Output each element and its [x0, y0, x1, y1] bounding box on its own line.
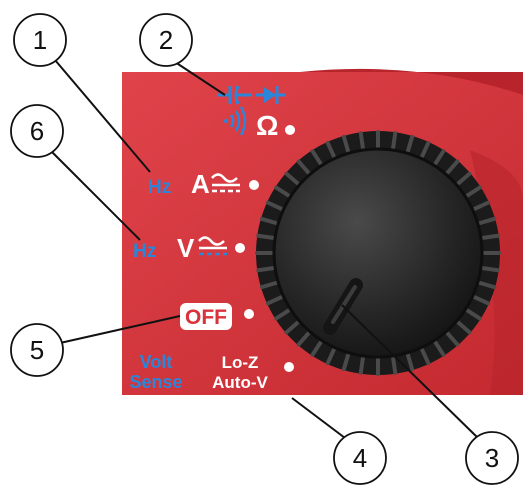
knob-tooth	[265, 200, 284, 211]
leader-line-4	[291, 397, 346, 439]
position-dot-amps	[249, 180, 259, 190]
position-dot-ohm	[285, 125, 295, 135]
amps-label: A	[191, 169, 210, 199]
knob-tooth	[420, 347, 431, 366]
loz-label-line2: Auto-V	[212, 373, 268, 392]
knob-tooth	[341, 134, 351, 154]
volts-label: V	[177, 233, 195, 263]
knob-tooth	[274, 185, 291, 198]
hz-amps-label: Hz	[148, 177, 171, 198]
knob-tooth	[445, 159, 460, 175]
knob-tooth	[284, 320, 300, 335]
knob-tooth	[477, 216, 497, 226]
position-dot-loz	[284, 362, 294, 372]
knob-tooth	[358, 355, 365, 375]
knob-tooth	[433, 340, 446, 357]
knob-tooth	[296, 159, 311, 175]
knob-inner-ring	[272, 147, 484, 359]
callout-circle-2	[139, 13, 193, 67]
knob-tooth	[465, 185, 482, 198]
off-label: OFF	[185, 306, 227, 329]
leader-line-2	[174, 61, 226, 96]
knob-pointer-highlight	[331, 285, 357, 324]
knob-tooth	[296, 331, 311, 347]
leader-line-5	[59, 315, 181, 344]
callout-circle-3	[465, 431, 519, 485]
knob-tooth	[405, 352, 415, 372]
position-dot-volts	[235, 243, 245, 253]
knob-tooth	[480, 266, 500, 273]
callout-circle-6	[10, 104, 64, 158]
callout-number-3: 3	[485, 443, 499, 473]
knob-tooth	[259, 216, 279, 226]
knob-tooth	[265, 295, 284, 306]
callout-circle-1	[13, 13, 67, 67]
knob-tooth	[325, 140, 336, 159]
knob-tooth	[256, 266, 276, 273]
callout-number-6: 6	[30, 116, 44, 146]
hz-volts-label: Hz	[133, 241, 156, 262]
knob-tooth	[480, 233, 500, 240]
knob-tooth	[310, 149, 323, 166]
knob-tooth	[420, 140, 431, 159]
knob-tooth	[325, 347, 336, 366]
knob-teeth	[255, 130, 501, 376]
meter-body-top-ridge	[300, 68, 523, 95]
knob-tooth	[274, 308, 291, 321]
knob-tooth	[391, 131, 398, 151]
callout-circle-4	[333, 431, 387, 485]
leader-line-6	[51, 151, 141, 241]
callout-circle-5	[10, 323, 64, 377]
knob-tooth	[472, 295, 491, 306]
volt-sense-label-line2: Sense	[129, 372, 182, 392]
loz-label-line1: Lo-Z	[222, 353, 259, 372]
knob-tooth	[358, 131, 365, 151]
knob-tooth	[465, 308, 482, 321]
knob-tooth	[433, 149, 446, 166]
ac-dc-symbol-amps	[211, 173, 240, 193]
knob-tooth	[405, 134, 415, 154]
callout-number-2: 2	[159, 25, 173, 55]
callout-number-1: 1	[33, 25, 47, 55]
rotary-knob[interactable]	[255, 130, 501, 376]
knob-face	[274, 149, 482, 357]
knob-tooth	[456, 171, 472, 186]
continuity-icon	[224, 106, 247, 136]
knob-tooth	[391, 355, 398, 375]
volt-sense-label-line1: Volt	[140, 352, 173, 372]
knob-tooth	[256, 233, 276, 240]
knob-tooth	[456, 320, 472, 335]
knob-tooth	[477, 280, 497, 290]
callout-number-4: 4	[353, 443, 367, 473]
off-badge	[180, 303, 232, 330]
ohm-label: Ω	[256, 110, 278, 141]
knob-tooth	[259, 280, 279, 290]
leader-line-1	[54, 59, 151, 173]
knob-tooth	[472, 200, 491, 211]
knob-tooth	[445, 331, 460, 347]
knob-tooth	[310, 340, 323, 357]
callout-number-5: 5	[30, 335, 44, 365]
knob-tooth	[284, 171, 300, 186]
knob-tooth	[341, 352, 351, 372]
capacitor-diode-icon	[217, 85, 286, 105]
ac-dc-symbol-volts	[198, 236, 227, 256]
position-dot-off	[244, 309, 254, 319]
leader-line-3	[341, 304, 479, 439]
